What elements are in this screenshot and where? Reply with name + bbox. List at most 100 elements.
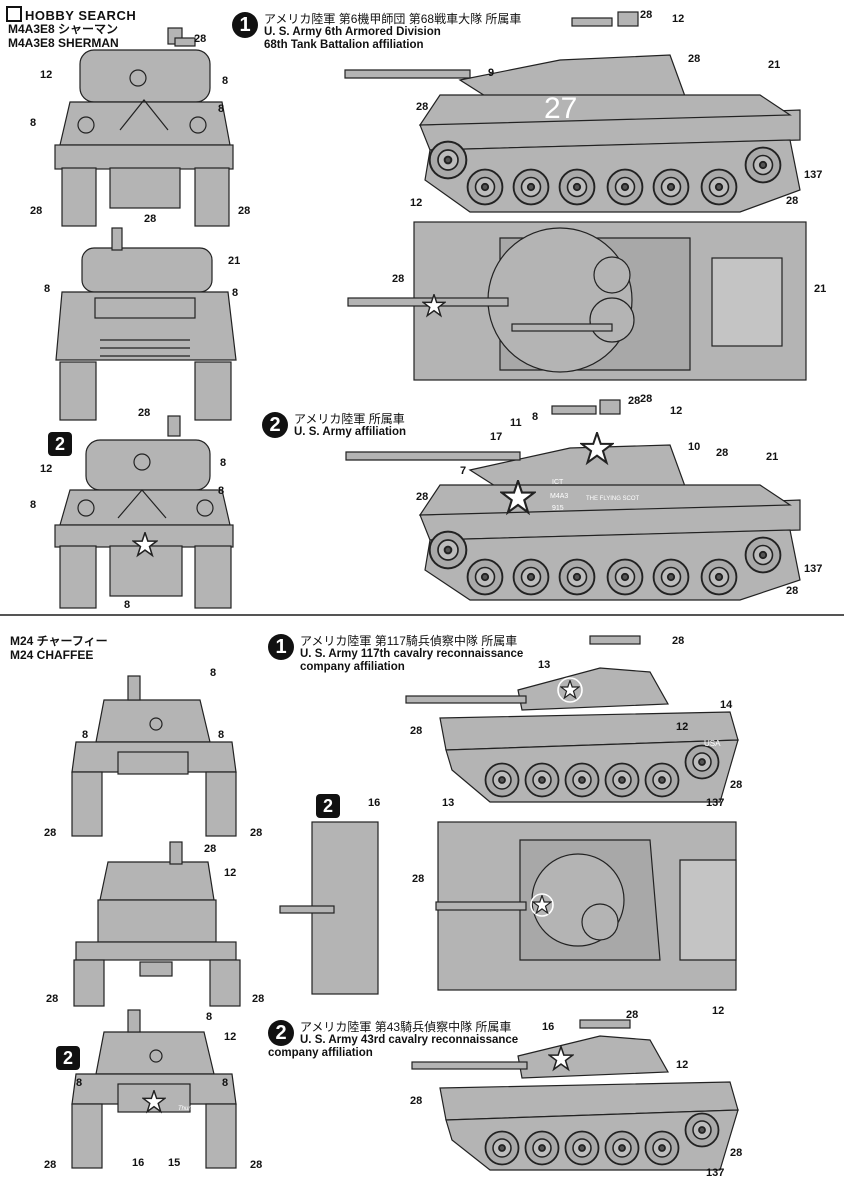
callout-12: 12 [40,463,52,475]
callout-28: 28 [672,635,684,647]
chaffee-front-view-1 [71,675,237,837]
chaffee-title-en: M24 CHAFFEE [10,648,94,662]
chaffee-top-view-partial [279,821,379,995]
callout-12: 12 [676,721,688,733]
callout-28: 28 [252,993,264,1005]
sherman-front-view-1 [54,27,234,227]
callout-28: 28 [688,53,700,65]
callout-16: 16 [368,797,380,809]
callout-10: 10 [688,441,700,453]
callout-28: 28 [410,1095,422,1107]
callout-28: 28 [46,993,58,1005]
callout-11: 11 [510,417,522,429]
callout-28: 28 [392,273,404,285]
usa-marking: USA [704,739,721,748]
callout-21: 21 [228,255,240,267]
callout-28: 28 [416,101,428,113]
callout-9: 9 [488,67,494,79]
marker-2-square: 2 [56,1046,80,1070]
callout-8: 8 [218,485,224,497]
chaffee-title: M24 チャーフィー M24 CHAFFEE [10,634,108,662]
sherman-v1-en2: 68th Tank Battalion affiliation [264,39,424,51]
unit-code: ICT [552,479,564,486]
marker-1: 1 [268,634,294,660]
chaffee-v1-en1: U. S. Army 117th cavalry reconnaissance [300,648,524,660]
callout-28: 28 [730,779,742,791]
callout-28: 28 [30,205,42,217]
callout-137: 137 [706,1167,724,1179]
callout-28: 28 [412,873,424,885]
marker-2: 2 [262,412,288,438]
callout-28: 28 [640,9,652,21]
callout-28: 28 [250,1159,262,1171]
callout-7: 7 [460,465,466,477]
callout-8: 8 [532,411,538,423]
sherman-rear-view [55,227,237,421]
callout-28: 28 [204,843,216,855]
chaffee-v1-caption: 1 アメリカ陸軍 第117騎兵偵察中隊 所属車 U. S. Army 117th… [268,634,523,674]
chaffee-side-view-1 [405,635,739,803]
sherman-v1-en1: U. S. Army 6th Armored Division [264,26,441,38]
callout-28: 28 [138,407,150,419]
callout-8: 8 [124,599,130,611]
callout-8: 8 [30,499,36,511]
callout-8: 8 [44,283,50,295]
unit-code: 915 [552,505,564,512]
callout-137: 137 [706,797,724,809]
callout-14: 14 [720,699,733,711]
watermark: HOBBY SEARCH [6,6,136,23]
callout-13: 13 [538,659,550,671]
callout-12: 12 [224,1031,236,1043]
chaffee-v1-jp: アメリカ陸軍 第117騎兵偵察中隊 所属車 [300,634,518,648]
callout-8: 8 [210,667,216,679]
callout-12: 12 [672,13,684,25]
callout-28: 28 [44,1159,56,1171]
marker-1: 1 [232,12,258,38]
callout-28: 28 [44,827,56,839]
chaffee-v2-en1: U. S. Army 43rd cavalry reconnaissance [300,1034,519,1046]
chaffee-v2-jp: アメリカ陸軍 第43騎兵偵察中隊 所属車 [300,1020,512,1034]
callout-21: 21 [768,59,780,71]
callout-12: 12 [40,69,52,81]
callout-28: 28 [628,395,640,407]
sherman-v2-caption: 2 アメリカ陸軍 所属車 U. S. Army affiliation [262,412,406,439]
callout-28: 28 [786,585,798,597]
callout-28: 28 [786,195,798,207]
chaffee-title-jp: M24 チャーフィー [10,634,108,648]
section-divider [0,614,844,616]
callout-16: 16 [542,1021,554,1033]
chaffee-v1-en2: company affiliation [300,661,405,673]
callout-28: 28 [144,213,156,225]
unit-code: M4A3 [550,493,568,500]
sherman-v2-en1: U. S. Army affiliation [294,426,407,438]
callout-8: 8 [220,457,226,469]
sherman-top-view [347,221,807,381]
callout-28: 28 [416,491,428,503]
callout-13: 13 [442,797,454,809]
callout-17: 17 [490,431,502,443]
hull-number: 27 [544,92,577,125]
callout-21: 21 [766,451,778,463]
chaffee-v2-caption: 2 アメリカ陸軍 第43騎兵偵察中隊 所属車 U. S. Army 43rd c… [268,1020,518,1060]
callout-28: 28 [238,205,250,217]
callout-8: 8 [206,1011,212,1023]
callout-8: 8 [218,103,224,115]
callout-8: 8 [30,117,36,129]
sherman-v1-jp: アメリカ陸軍 第6機甲師団 第68戦車大隊 所属車 [264,12,522,26]
callout-12: 12 [676,1059,688,1071]
callout-8: 8 [222,1077,228,1089]
logo-icon [6,6,22,22]
callout-28: 28 [640,393,652,405]
vehicle-name: Thunder [178,1106,201,1112]
callout-28: 28 [716,447,728,459]
sherman-title: M4A3E8 シャーマン M4A3E8 SHERMAN [8,22,119,50]
callout-15: 15 [168,1157,180,1169]
callout-28: 28 [626,1009,638,1021]
marker-2-square: 2 [316,794,340,818]
callout-137: 137 [804,563,822,575]
callout-8: 8 [222,75,228,87]
callout-28: 28 [730,1147,742,1159]
chaffee-rear-view [73,841,241,1007]
chaffee-top-view [435,821,737,991]
